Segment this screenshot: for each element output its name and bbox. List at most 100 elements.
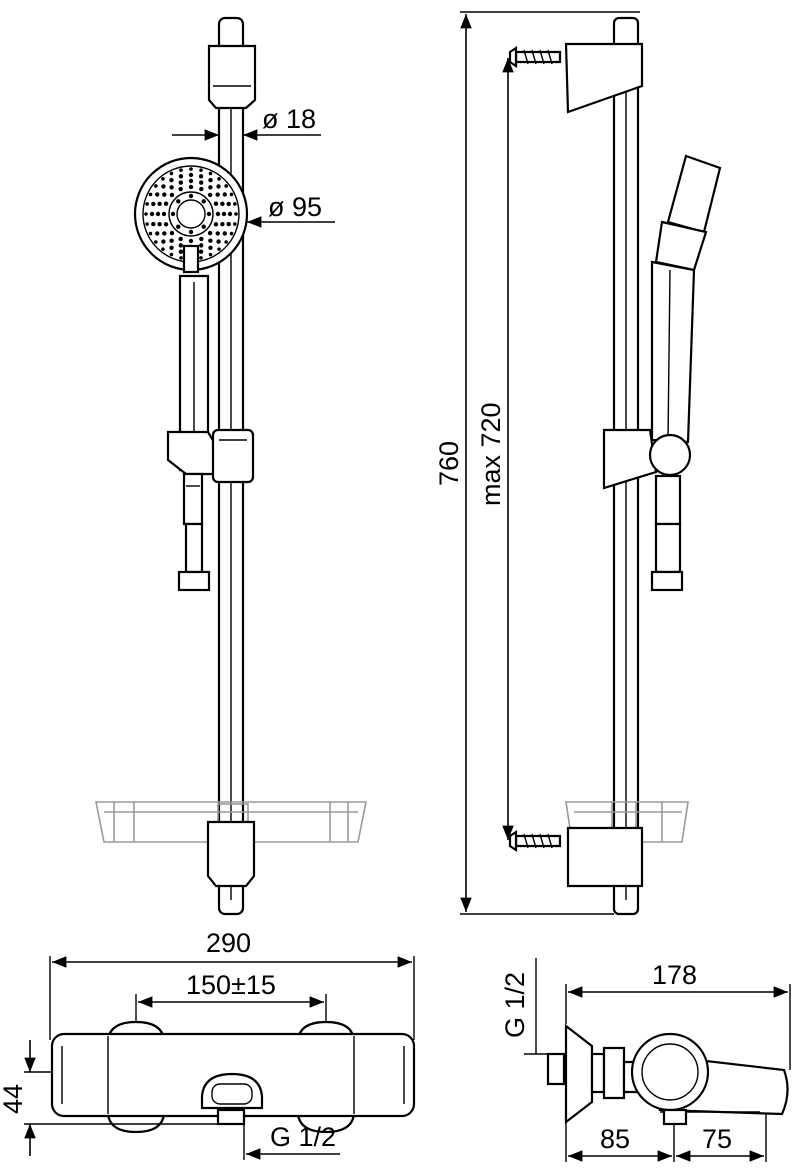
nozzle-dot: [148, 192, 153, 197]
nozzle-dot: [161, 177, 165, 181]
side-shower-head: [650, 154, 722, 444]
nozzle-dot: [198, 249, 204, 254]
nozzle-dot: [188, 172, 194, 178]
rail-diameter-label: ø 18: [262, 104, 316, 134]
nozzle-dot: [154, 184, 158, 188]
mixer-side-view: 178 G 1/2 85 75: [500, 958, 791, 1162]
mixer-height-dim: 44: [0, 1040, 218, 1156]
center-distance-label: 150±15: [186, 970, 276, 1000]
nozzle-dot: [178, 174, 184, 179]
nozzle-dot: [169, 178, 174, 183]
nozzle-dot: [216, 184, 221, 189]
nozzle-dot: [161, 211, 167, 217]
nozzle-dot: [198, 180, 204, 185]
head-diameter-label: ø 95: [268, 192, 322, 222]
soap-dish: [95, 801, 367, 843]
side-view: 760 max 720: [434, 11, 722, 916]
nozzle-dot: [229, 192, 234, 197]
inlet-thread-label: G 1/2: [500, 972, 530, 1038]
nozzle-dot: [198, 243, 204, 248]
nozzle-dot: [176, 199, 181, 204]
outlet-thread-dim: G 1/2: [243, 1122, 340, 1160]
nozzle-dot: [213, 201, 219, 206]
nozzle-dot: [157, 221, 162, 227]
nozzle-dot: [178, 249, 184, 254]
nozzle-dot: [144, 212, 148, 216]
nozzle-dot: [222, 192, 227, 197]
nozzle-dot: [234, 212, 238, 216]
nozzle-dot: [199, 186, 204, 192]
mixer-knob: [630, 1032, 710, 1112]
nozzle-dot: [208, 178, 213, 183]
center-distance-dim: 150±15: [135, 970, 327, 1030]
side-holder: [602, 428, 692, 592]
nozzle-dot: [169, 185, 174, 190]
mixer-width-dim: 290: [49, 928, 415, 1040]
outlet-thread-label: G 1/2: [270, 1122, 336, 1152]
nozzle-dot: [169, 171, 174, 176]
mixer-front-view: 290 150±15 44: [0, 928, 416, 1160]
nozzle-dot: [169, 230, 175, 236]
nozzle-dot: [207, 192, 213, 198]
nozzle-dot: [199, 256, 203, 260]
nozzle-dot: [206, 211, 212, 217]
nozzle-dot: [162, 192, 167, 197]
nozzle-dot: [178, 236, 183, 242]
nozzle-dot: [161, 184, 166, 189]
top-bracket: [207, 44, 257, 110]
nozzle-dot: [188, 238, 194, 244]
nozzle-dot: [169, 245, 174, 250]
nozzle-dot: [220, 221, 225, 227]
nozzle-dot: [213, 222, 219, 227]
mixer-depth-label: 178: [652, 960, 697, 990]
nozzle-dot: [215, 231, 220, 236]
nozzle-dot: [217, 177, 221, 181]
total-height-label: 760: [434, 441, 464, 486]
nozzle-dot: [224, 240, 228, 244]
nozzle-dot: [216, 239, 221, 244]
nozzle-dot: [188, 229, 194, 235]
max-height-label: max 720: [476, 402, 506, 506]
dim-a-label: 85: [600, 1124, 630, 1154]
nozzle-dot: [170, 211, 176, 217]
nozzle-dot: [188, 193, 194, 199]
nozzle-dot: [188, 178, 194, 184]
nozzle-dot: [155, 211, 161, 217]
nozzle-dot: [163, 222, 169, 227]
nozzle-dot: [224, 184, 228, 188]
top-screw: [508, 45, 562, 69]
nozzle-dot: [154, 240, 158, 244]
nozzle-dot: [226, 201, 231, 207]
nozzle-dot: [155, 231, 160, 236]
nozzle-dot: [201, 199, 206, 204]
nozzle-dot: [176, 224, 181, 229]
nozzle-dot: [222, 231, 227, 236]
nozzle-dot: [179, 256, 183, 260]
inlet-thread-dim: G 1/2: [500, 958, 560, 1055]
hose: [177, 472, 211, 592]
bottom-bracket: [206, 820, 256, 888]
mixer-width-label: 290: [206, 928, 251, 958]
slide-holder: [166, 428, 255, 484]
side-top-bracket: [564, 42, 644, 114]
nozzle-dot: [201, 224, 206, 229]
total-height-dim: 760: [434, 11, 640, 915]
front-view: ø 18 ø 95: [95, 16, 367, 916]
head-diameter-dim: ø 95: [246, 192, 335, 228]
max-height-dim: max 720: [476, 58, 514, 840]
nozzle-dot: [145, 202, 149, 206]
nozzle-dot: [199, 236, 204, 242]
nozzle-dot: [189, 167, 193, 171]
nozzle-dot: [227, 211, 233, 217]
nozzle-dot: [178, 243, 184, 248]
nozzle-dot: [178, 180, 184, 185]
nozzle-dot: [221, 211, 227, 217]
nozzle-dot: [163, 201, 169, 206]
nozzle-dot: [155, 192, 160, 197]
bottom-screw: [508, 829, 562, 853]
nozzle-dot: [161, 239, 166, 244]
nozzle-dot: [208, 185, 213, 190]
nozzle-dot: [148, 231, 153, 236]
nozzle-dot: [169, 252, 174, 257]
